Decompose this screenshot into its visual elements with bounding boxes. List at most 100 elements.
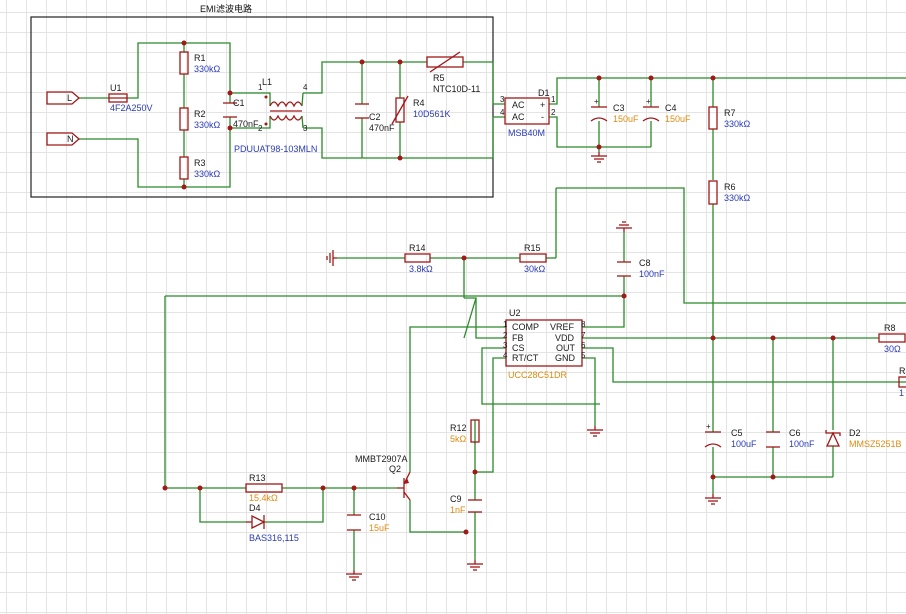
svg-text:C4: C4 [665,103,677,113]
svg-text:1: 1 [551,95,556,104]
svg-text:30kΩ: 30kΩ [524,264,546,274]
svg-text:330kΩ: 330kΩ [194,169,221,179]
capacitor-c3[interactable]: + C3 150uF [590,97,639,124]
ntc-r5[interactable]: R5 NTC10D-11 [426,51,480,94]
resistor-r14[interactable]: R14 3.8kΩ [404,243,433,274]
svg-text:4F2A250V: 4F2A250V [110,103,153,113]
svg-text:-: - [541,112,544,122]
svg-text:+: + [540,100,545,110]
svg-text:470nF: 470nF [233,119,259,129]
svg-text:MMBT2907A: MMBT2907A [355,454,408,464]
capacitor-c10[interactable]: C10 15uF [347,512,390,533]
wires [79,42,906,570]
resistor-r2[interactable]: R2 330kΩ [179,107,221,131]
svg-text:AC: AC [512,112,525,122]
svg-text:AC: AC [512,100,525,110]
ic-u2[interactable]: U2 1 2 3 4 COMP FB CS RT/CT VREF VDD OUT… [503,308,586,380]
capacitor-c6[interactable]: C6 100nF [766,428,815,449]
ground-symbols [326,152,721,581]
svg-text:GND: GND [555,353,576,363]
svg-text:R2: R2 [194,109,206,119]
choke-l1[interactable]: L1 1 2 3 4 PDUUAT98-103MLN [234,77,317,154]
resistor-r6[interactable]: R6 330kΩ [708,180,751,205]
svg-text:1: 1 [899,388,904,398]
svg-text:2: 2 [551,108,556,117]
resistor-r9-partial[interactable]: R 1 [898,366,906,398]
capacitor-c8[interactable]: C8 100nF [617,258,665,279]
svg-text:U1: U1 [110,83,122,93]
svg-text:2: 2 [503,331,508,340]
resistor-r7[interactable]: R7 330kΩ [708,106,751,130]
svg-text:CS: CS [512,343,525,353]
svg-text:OUT: OUT [556,343,576,353]
svg-text:C2: C2 [369,112,381,122]
svg-text:MMSZ5251B: MMSZ5251B [849,439,902,449]
svg-text:C6: C6 [789,428,801,438]
svg-text:1nF: 1nF [450,505,466,515]
capacitor-c1[interactable]: C1 470nF [223,98,259,129]
resistor-r13[interactable]: R13 15.4kΩ [245,473,283,503]
transistor-q2[interactable]: MMBT2907A Q2 [355,454,411,501]
svg-text:4: 4 [503,351,508,360]
diode-d4[interactable]: D4 BAS316,115 [246,503,299,543]
svg-text:C5: C5 [731,428,743,438]
bridge-d1[interactable]: D1 AC AC + - 3 4 1 2 MSB40M [500,88,556,138]
svg-text:150uF: 150uF [613,114,639,124]
svg-text:4: 4 [303,83,308,92]
fuse-u1[interactable]: U1 4F2A250V [108,83,153,113]
resistor-r1[interactable]: R1 330kΩ [179,51,221,75]
svg-text:L: L [67,93,72,103]
port-n[interactable]: N [46,132,80,146]
svg-text:MSB40M: MSB40M [508,128,545,138]
svg-text:1: 1 [503,320,508,329]
capacitor-c2[interactable]: C2 470nF [355,103,395,133]
svg-text:330kΩ: 330kΩ [194,64,221,74]
svg-text:C10: C10 [369,512,386,522]
svg-text:7: 7 [581,331,586,340]
svg-text:8: 8 [581,320,586,329]
svg-text:UCC28C51DR: UCC28C51DR [508,370,568,380]
svg-text:R1: R1 [194,53,206,63]
resistor-r3[interactable]: R3 330kΩ [179,156,221,180]
svg-text:FB: FB [512,333,524,343]
svg-text:330kΩ: 330kΩ [724,119,751,129]
svg-text:D1: D1 [538,88,550,98]
svg-text:6: 6 [581,341,586,350]
svg-text:R12: R12 [450,423,467,433]
svg-text:R13: R13 [249,473,266,483]
varistor-r4[interactable]: R4 10D561K [391,95,451,125]
resistor-r8[interactable]: R8 30Ω [878,323,906,354]
svg-text:Q2: Q2 [389,464,401,474]
svg-text:2: 2 [258,124,263,133]
svg-text:5kΩ: 5kΩ [450,434,467,444]
svg-text:D2: D2 [849,428,861,438]
svg-text:+: + [706,422,711,431]
svg-text:150uF: 150uF [665,114,691,124]
svg-text:100nF: 100nF [789,439,815,449]
capacitor-c9[interactable]: C9 1nF [450,494,482,515]
capacitor-c5[interactable]: + C5 100uF [704,422,757,449]
svg-text:R: R [899,366,906,376]
resistor-r12[interactable]: R12 5kΩ [450,419,480,444]
svg-text:100nF: 100nF [639,269,665,279]
port-l[interactable]: L [46,91,80,105]
svg-text:U2: U2 [509,308,521,318]
svg-text:+: + [594,97,599,106]
emi-filter-frame [30,16,494,198]
svg-text:C3: C3 [613,103,625,113]
svg-text:470nF: 470nF [369,123,395,133]
resistor-r15[interactable]: R15 30kΩ [519,243,547,274]
svg-text:+: + [646,97,651,106]
svg-text:VDD: VDD [555,333,575,343]
svg-text:RT/CT: RT/CT [512,353,539,363]
zener-d2[interactable]: D2 MMSZ5251B [825,428,902,449]
svg-text:1: 1 [258,83,263,92]
svg-text:C9: C9 [450,494,462,504]
capacitor-c4[interactable]: + C4 150uF [642,97,691,124]
svg-text:VREF: VREF [550,322,575,332]
svg-text:5: 5 [581,351,586,360]
svg-text:4: 4 [500,108,505,117]
svg-text:330kΩ: 330kΩ [194,120,221,130]
